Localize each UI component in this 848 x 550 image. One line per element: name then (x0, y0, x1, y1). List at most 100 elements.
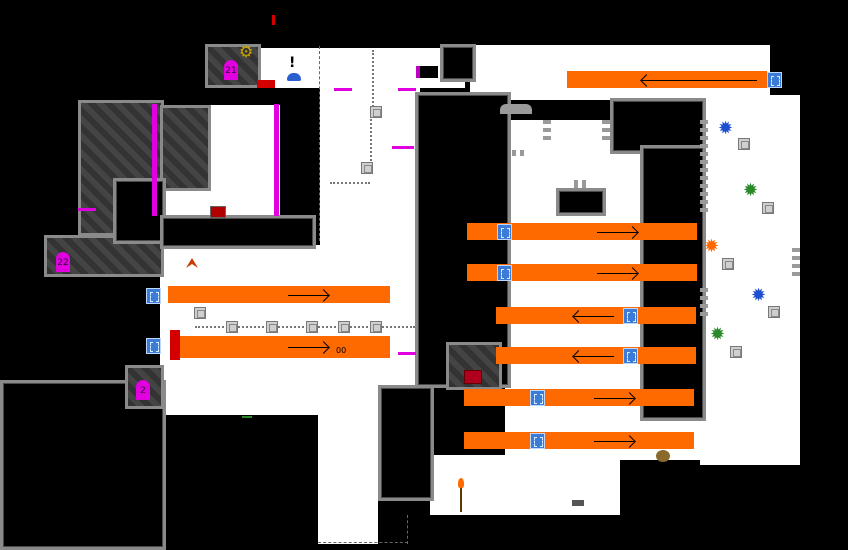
torch-flame (458, 478, 464, 488)
room-bottom-shaft (318, 385, 378, 544)
hanging-chain (370, 115, 372, 165)
spike-row (574, 180, 590, 188)
dashed-guide (319, 46, 320, 241)
spiked-mine-icon: ✹ (718, 118, 734, 139)
door-21[interactable]: 21 (224, 60, 238, 80)
laser-direction-arrow (597, 231, 637, 233)
laser-beam: 00 (180, 336, 390, 358)
laser-emitter[interactable] (623, 308, 638, 324)
rock-cell-floor (160, 215, 316, 249)
spike-row (700, 120, 708, 215)
crate-chain (195, 326, 415, 328)
laser-beam (464, 432, 694, 449)
spike-row (602, 120, 610, 144)
torch-stand (460, 488, 462, 512)
grey-turret (210, 206, 226, 218)
red-switch-block[interactable] (257, 80, 275, 88)
spiked-mine-icon: ✹ (751, 285, 767, 306)
magenta-barrier-right (274, 104, 279, 216)
rock-right-spine (640, 145, 706, 421)
torch-icon (456, 478, 466, 512)
laser-beam (168, 286, 390, 303)
laser-direction-arrow (642, 79, 757, 81)
laser-count: 00 (336, 346, 347, 355)
rock-bottom-box (125, 365, 164, 409)
magenta-ledge (398, 352, 416, 355)
spiked-mine-icon: ✹ (743, 180, 759, 201)
laser-beam (496, 307, 696, 324)
laser-emitter[interactable] (497, 224, 512, 240)
laser-beam (464, 389, 694, 406)
laser-emitter[interactable] (530, 390, 545, 406)
magenta-ledge (334, 88, 352, 91)
rock-central-pillar (415, 92, 511, 388)
laser-direction-arrow (288, 347, 328, 348)
spike-row (512, 150, 528, 156)
room-right-column (700, 95, 800, 465)
rock-upper-cap (440, 44, 476, 82)
door-22[interactable]: 22 (56, 252, 70, 272)
dashed-guide (407, 515, 408, 544)
crate[interactable] (370, 106, 382, 118)
spiked-mine-icon: ✹ (704, 236, 720, 257)
treasure-chest[interactable] (464, 370, 482, 384)
laser-beam (496, 347, 696, 364)
rock-bottom-mid (378, 385, 434, 501)
spiked-mine-icon: ✹ (710, 324, 726, 345)
door-label: 21 (225, 66, 237, 76)
magenta-barrier-left (152, 104, 157, 216)
gear-icon[interactable]: ⚙ (239, 42, 254, 61)
bird-enemy (186, 258, 198, 268)
laser-beam-top (567, 71, 767, 88)
door-2[interactable]: 2 (136, 380, 150, 400)
player-creature[interactable] (287, 73, 301, 81)
laser-emitter[interactable] (146, 338, 161, 354)
dashed-guide (318, 542, 408, 543)
magenta-ledge (392, 146, 414, 149)
crate[interactable] (226, 321, 238, 333)
exclamation-mark: ! (289, 55, 296, 71)
crate[interactable] (338, 321, 350, 333)
spike-row (792, 248, 800, 278)
rock-left-step (113, 178, 166, 244)
spike-row (700, 288, 708, 318)
laser-emitter[interactable] (767, 72, 782, 88)
laser-emitter[interactable] (497, 265, 512, 281)
plant-sprout (242, 408, 252, 418)
laser-emitter[interactable] (530, 433, 545, 449)
crate[interactable] (266, 321, 278, 333)
crate[interactable] (738, 138, 750, 150)
crate[interactable] (361, 162, 373, 174)
laser-direction-arrow (597, 272, 637, 274)
magenta-ledge (398, 88, 416, 91)
laser-direction-arrow (594, 397, 634, 399)
laser-direction-arrow (574, 355, 614, 357)
rock-inner-cell (160, 105, 211, 191)
crate[interactable] (370, 321, 382, 333)
crate[interactable] (762, 202, 774, 214)
crate[interactable] (768, 306, 780, 318)
magenta-ledge (78, 208, 96, 211)
red-marker (272, 15, 275, 25)
laser-direction-arrow (288, 294, 328, 296)
crate[interactable] (306, 321, 318, 333)
laser-emitter[interactable] (623, 348, 638, 364)
laser-direction-arrow (594, 440, 634, 442)
door-label: 2 (140, 386, 146, 396)
laser-beam (467, 223, 697, 240)
camera-icon (416, 66, 438, 78)
crate[interactable] (730, 346, 742, 358)
spike-row (543, 120, 551, 144)
red-gate[interactable] (170, 330, 180, 360)
laser-beam (467, 264, 697, 281)
crate[interactable] (194, 307, 206, 319)
crate[interactable] (722, 258, 734, 270)
laser-emitter[interactable] (146, 288, 161, 304)
rock-floating-block (556, 188, 606, 216)
diagonal-chain (330, 182, 370, 184)
small-block (572, 500, 584, 506)
laser-direction-arrow (574, 315, 614, 317)
grey-stone-pile (500, 104, 532, 114)
boulder (656, 450, 670, 462)
